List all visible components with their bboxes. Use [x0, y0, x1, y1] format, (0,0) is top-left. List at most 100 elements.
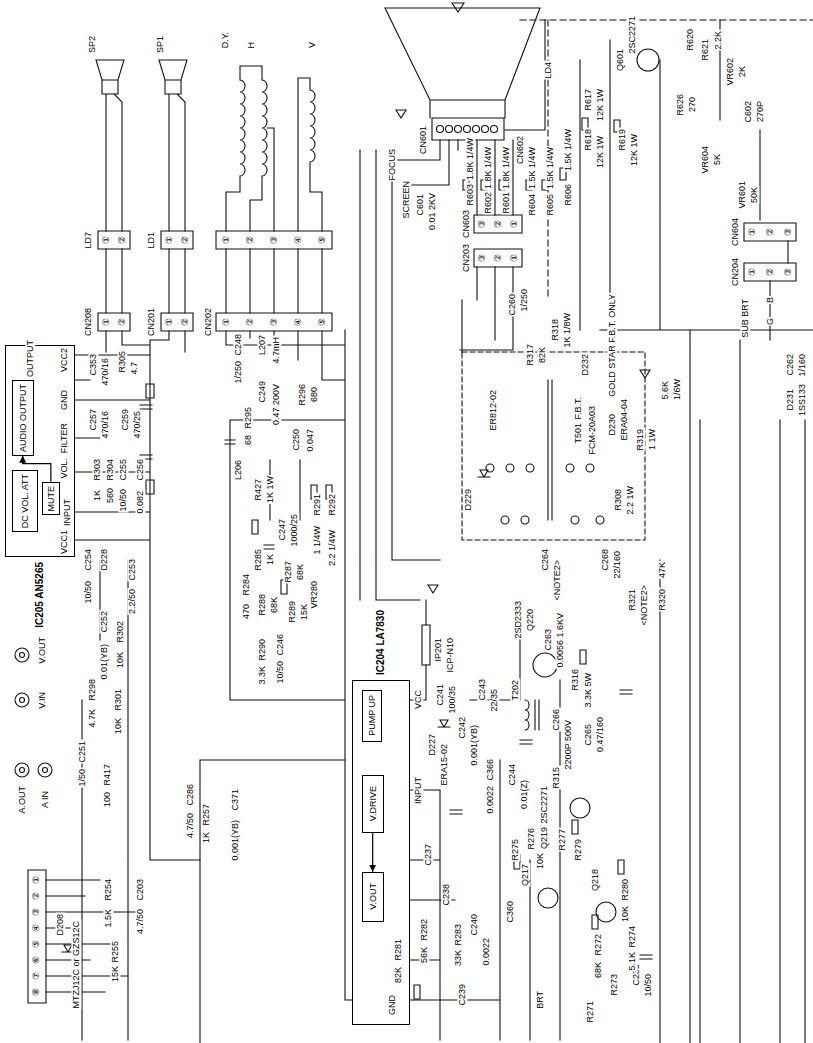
- part-label: 1K: [265, 553, 275, 566]
- part-label: 0.01(YB): [99, 643, 109, 681]
- part-label-text: R292: [327, 494, 337, 516]
- part-label-text: Q219: [539, 827, 549, 849]
- part-label: R288: [257, 593, 267, 617]
- part-label-text: ⑤: [317, 318, 327, 326]
- part-label: G: [765, 317, 775, 326]
- part-label: <NOTE2>: [639, 584, 649, 627]
- part-label: 68: [243, 434, 253, 446]
- jack-symbol: [15, 648, 29, 662]
- part-label: C249: [257, 380, 267, 404]
- part-label: 2SD2333: [513, 600, 523, 640]
- part-label: R280: [620, 878, 630, 902]
- part-label-text: R272: [593, 934, 603, 956]
- part-label-text: ⑤: [317, 236, 327, 244]
- part-label-text: Q218: [590, 869, 600, 891]
- part-label: D232: [580, 353, 590, 377]
- part-label-text: R289: [287, 601, 297, 623]
- part-label: ①: [747, 227, 757, 237]
- part-label-text: D228: [99, 549, 109, 571]
- connector-housing: [28, 215, 796, 1003]
- part-label-text: V.OUT: [37, 637, 47, 664]
- part-label-text: ①: [221, 318, 231, 326]
- part-label-text: BRT: [535, 991, 545, 1009]
- part-label: R303: [92, 458, 102, 482]
- part-label: 0.0022: [485, 785, 495, 815]
- part-label: C255: [118, 458, 128, 482]
- part-label-text: D231: [785, 389, 795, 411]
- part-label-text: 0.01(Z): [519, 780, 529, 809]
- part-label-text: 2200P 500V: [563, 720, 573, 769]
- part-label: 0.001(YB): [230, 819, 240, 862]
- wire: [392, 20, 813, 1043]
- part-label-text: 470/16: [100, 411, 110, 439]
- wire: [46, 880, 140, 992]
- part-label-text: T202: [510, 680, 520, 701]
- part-label-text: Q217: [520, 864, 530, 886]
- part-label-text: 0.0022: [485, 786, 495, 814]
- part-label-text: 33K: [453, 950, 463, 966]
- part-label: C602: [743, 100, 753, 124]
- part-label: ②: [31, 891, 41, 901]
- part-label-text: R618: [583, 129, 593, 151]
- part-label-text: ①: [747, 268, 757, 276]
- part-label-text: R287: [283, 561, 293, 583]
- part-label-text: ②: [765, 228, 775, 236]
- part-label-text: R308: [613, 489, 623, 511]
- part-label: 1.8K 1/4W: [483, 146, 493, 190]
- part-label: ERA04-04: [619, 398, 629, 442]
- part-label: R319: [635, 428, 645, 452]
- part-label: R257: [201, 803, 211, 827]
- part-label: 12K 1W: [595, 88, 605, 122]
- part-label: 2200P 500V: [563, 719, 573, 770]
- part-label: 4.7/50: [135, 908, 145, 935]
- part-label: OUTPUT: [25, 339, 35, 378]
- part-label: 4.7/50: [185, 812, 195, 839]
- part-label-text: 0.0056 1.6KV: [555, 613, 565, 668]
- part-label: CN602: [515, 135, 525, 165]
- part-label-text: VR280: [309, 581, 319, 609]
- part-label: C265: [583, 723, 593, 747]
- part-label-text: R601: [501, 192, 511, 214]
- part-label: R305: [117, 350, 127, 374]
- part-label-text: R315: [551, 767, 561, 789]
- part-label-text: Q601: [615, 49, 625, 71]
- part-label: 1 1/4W: [312, 525, 322, 556]
- part-label: ②: [117, 235, 127, 245]
- part-label: 4.7: [129, 361, 139, 376]
- part-label-text: ③: [269, 318, 279, 326]
- part-label-text: 100: [102, 792, 112, 807]
- part-label: R618: [583, 128, 593, 152]
- part-label: 3.3K: [257, 665, 267, 686]
- part-label: R619: [617, 128, 627, 152]
- part-label-text: C250: [291, 429, 301, 451]
- part-label-text: D227: [427, 734, 437, 756]
- part-label-text: R317: [525, 344, 535, 366]
- part-label: R291: [312, 493, 322, 517]
- part-label-text: 2.2/50: [127, 589, 137, 614]
- resistor-symbol: [146, 118, 624, 999]
- transistor-symbol: [570, 798, 590, 818]
- socket-pin: [464, 126, 471, 133]
- part-label: SCREEN: [401, 180, 411, 220]
- part-label-text: C238: [441, 884, 451, 906]
- part-label-text: C251: [77, 741, 87, 763]
- part-label-text: 0.0022: [481, 938, 491, 966]
- part-label-text: 12K 1W: [595, 136, 605, 168]
- part-label-text: D230: [607, 414, 617, 436]
- part-label-text: 4.7mH: [271, 337, 281, 364]
- function-block: DC VOL. ATT: [12, 470, 38, 532]
- part-label: ②: [245, 235, 255, 245]
- part-label-text: R279: [573, 839, 583, 861]
- part-label: ②: [180, 317, 190, 327]
- part-label: R284: [241, 573, 251, 597]
- part-label-text: MTZJ12C or GZS12C: [71, 921, 81, 1009]
- part-label-text: 0.001(YB): [469, 725, 479, 766]
- part-label: 2SC2271: [627, 15, 637, 55]
- part-label-text: ①: [747, 228, 757, 236]
- part-label-text: CN601: [418, 126, 428, 154]
- part-label: R316: [570, 668, 580, 692]
- part-label-text: GND: [387, 995, 397, 1015]
- part-label-text: R273: [609, 974, 619, 996]
- part-label-text: VCC2: [59, 348, 69, 372]
